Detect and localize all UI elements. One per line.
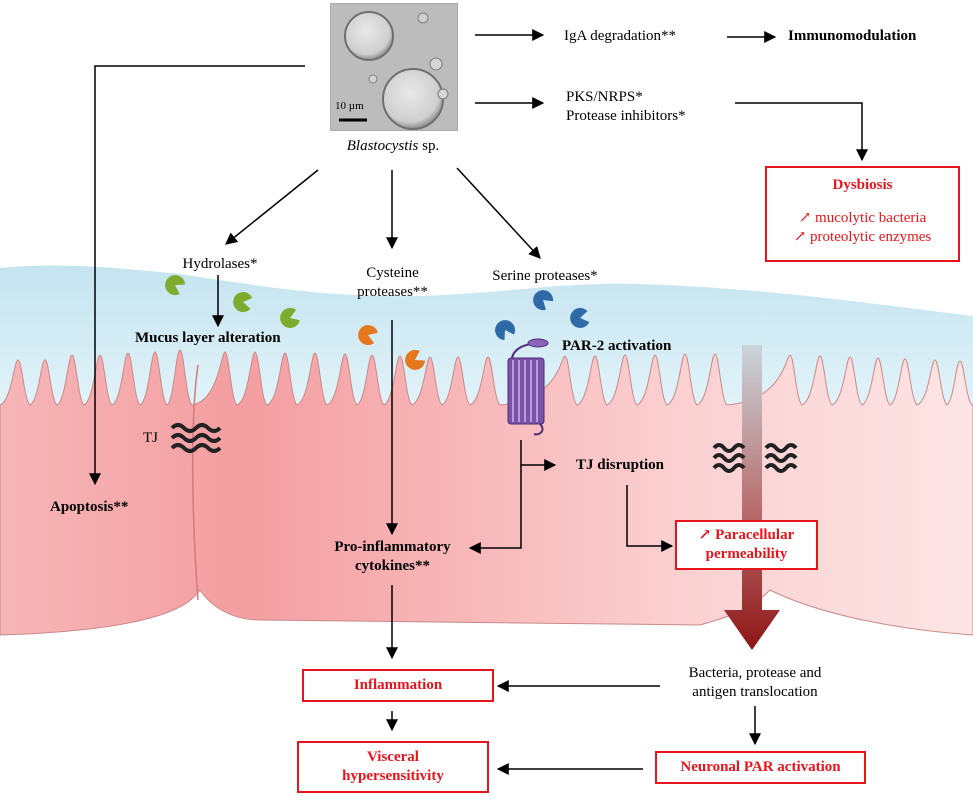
cysteine-protease-icon: [358, 325, 378, 345]
micrograph-image: [331, 4, 457, 130]
serine-protease-icon: [570, 307, 590, 328]
translocation-big-arrow: [724, 345, 780, 650]
arrow-par2-to-cytokines: [468, 465, 522, 554]
cysteine-label: Cysteine proteases**: [330, 264, 455, 302]
serine-protease-icon: [533, 290, 554, 311]
hydrolases-label: Hydrolases*: [182, 256, 258, 272]
serine-label: Serine proteases*: [492, 268, 598, 284]
epithelium-tissue: [0, 349, 973, 636]
arrow-to-hydrolases: [225, 169, 319, 245]
cysteine-line2: proteases**: [357, 284, 428, 300]
arrow-to-serine: [456, 167, 541, 259]
neuronal-box: Neuronal PAR activation: [655, 751, 866, 784]
cysteine-line1: Cysteine: [366, 265, 419, 281]
hydrolase-enzyme-icon: [165, 275, 186, 296]
organism-suffix: sp.: [418, 138, 440, 154]
dysbiosis-title: Dysbiosis: [832, 177, 893, 193]
par2-label: PAR-2 activation: [562, 338, 672, 354]
dysbiosis-box: Dysbiosis ↗ mucolytic bacteria ↗ proteol…: [765, 166, 960, 262]
tj-right-b-icon: [764, 443, 798, 473]
translocation-line2: antigen translocation: [692, 684, 818, 700]
cytokines-line1: Pro-inflammatory: [334, 539, 451, 555]
paracellular-box: ↗ Paracellular permeability: [675, 520, 818, 570]
hydrolase-enzyme-icon: [280, 308, 300, 328]
inflammation-box: Inflammation: [302, 669, 494, 702]
organism-label: Blastocystis sp.: [318, 137, 468, 156]
visceral-line2: hypersensitivity: [342, 768, 444, 784]
serine-protease-icon: [495, 320, 516, 341]
mucus-label: Mucus layer alteration: [135, 330, 281, 346]
protease-inhibitors-label: Protease inhibitors*: [566, 108, 686, 124]
tj-right-a-icon: [712, 443, 746, 473]
iga-label: IgA degradation**: [564, 28, 677, 44]
cytokines-line2: cytokines**: [355, 558, 430, 574]
arrow-to-dysbiosis: [735, 102, 868, 162]
arrow-to-apoptosis: [89, 65, 305, 486]
tj-disruption-label: TJ disruption: [576, 457, 664, 473]
tj-label: TJ: [143, 430, 158, 446]
hydrolase-enzyme-icon: [233, 292, 253, 313]
dysbiosis-item-2: ↗ proteolytic enzymes: [793, 229, 932, 245]
tj-left-icon: [170, 423, 222, 453]
translocation-line1: Bacteria, protease and: [688, 665, 822, 681]
cysteine-protease-icon: [405, 349, 426, 370]
inflammation-text: Inflammation: [353, 677, 443, 693]
paracellular-line2: permeability: [705, 546, 788, 562]
cytokines-label: Pro-inflammatory cytokines**: [310, 538, 475, 576]
scale-label: 10 µm: [335, 100, 364, 112]
paracellular-line1: ↗ Paracellular: [698, 527, 795, 543]
visceral-line1: Visceral: [367, 749, 419, 765]
organism-genus: Blastocystis: [346, 138, 419, 154]
dysbiosis-item-1: ↗ mucolytic bacteria: [798, 210, 927, 226]
blastocystis-micrograph: 10 µm: [330, 3, 458, 131]
apoptosis-label: Apoptosis**: [50, 499, 129, 515]
immunomodulation-label: Immunomodulation: [788, 28, 917, 44]
visceral-box: Visceral hypersensitivity: [297, 741, 489, 793]
translocation-label: Bacteria, protease and antigen transloca…: [655, 664, 855, 702]
par2-receptor-icon: [507, 338, 549, 436]
pks-label: PKS/NRPS*: [566, 89, 643, 105]
neuronal-text: Neuronal PAR activation: [680, 759, 841, 775]
cell-junction-left: [191, 364, 199, 601]
arrow-to-paracellular: [626, 485, 674, 552]
